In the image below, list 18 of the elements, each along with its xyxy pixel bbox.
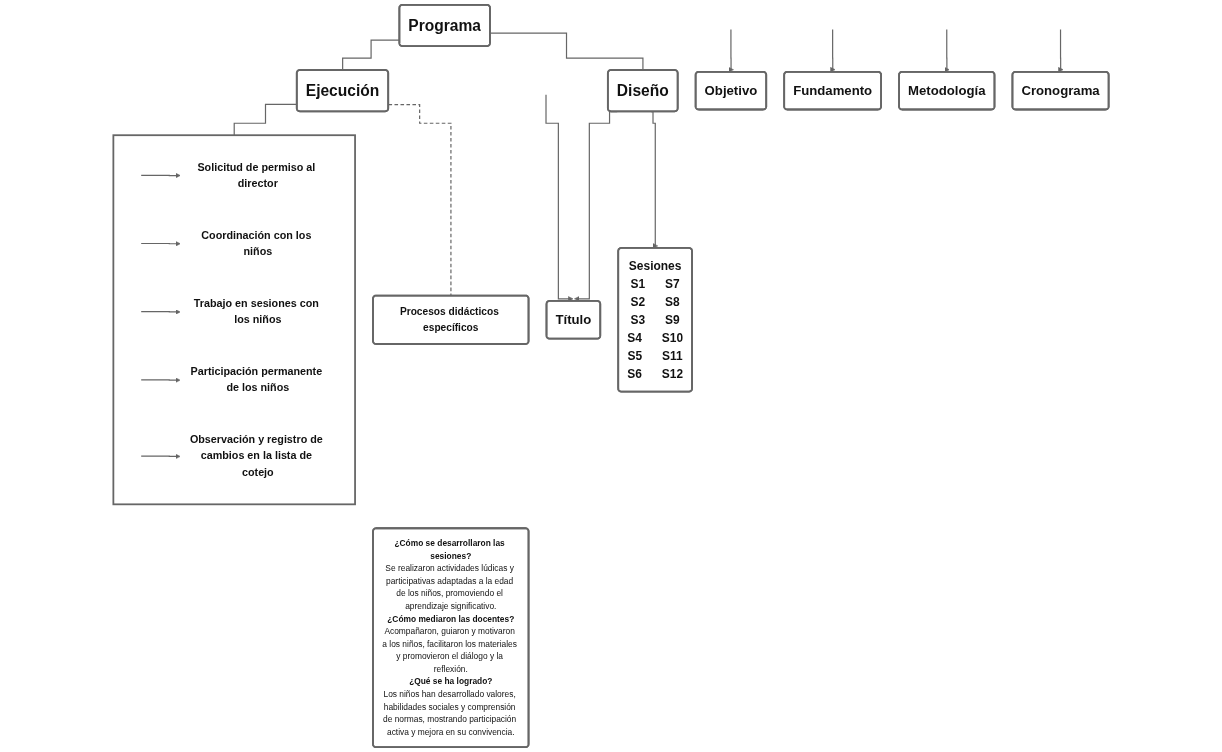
arrow xyxy=(728,29,734,73)
arrow xyxy=(140,309,181,315)
arrow xyxy=(140,241,181,247)
connector xyxy=(489,32,644,71)
node-text: Trabajo en sesiones con los niños xyxy=(193,297,319,326)
arrow xyxy=(650,110,659,249)
arrow xyxy=(140,453,181,460)
node-text: Solicitud de permiso al director xyxy=(197,160,316,190)
arrow xyxy=(140,377,181,383)
node-text: Participación permanente de los niños xyxy=(190,365,323,394)
arrow xyxy=(944,29,950,73)
node-text: Coordinación con los niños xyxy=(201,229,312,258)
arrow xyxy=(830,29,836,73)
arrow xyxy=(545,94,574,302)
cluster xyxy=(112,134,356,506)
node-text: Observación y registro de cambios en la lista de cotejo xyxy=(189,433,323,478)
arrow xyxy=(1058,29,1064,73)
arrow xyxy=(140,172,181,179)
